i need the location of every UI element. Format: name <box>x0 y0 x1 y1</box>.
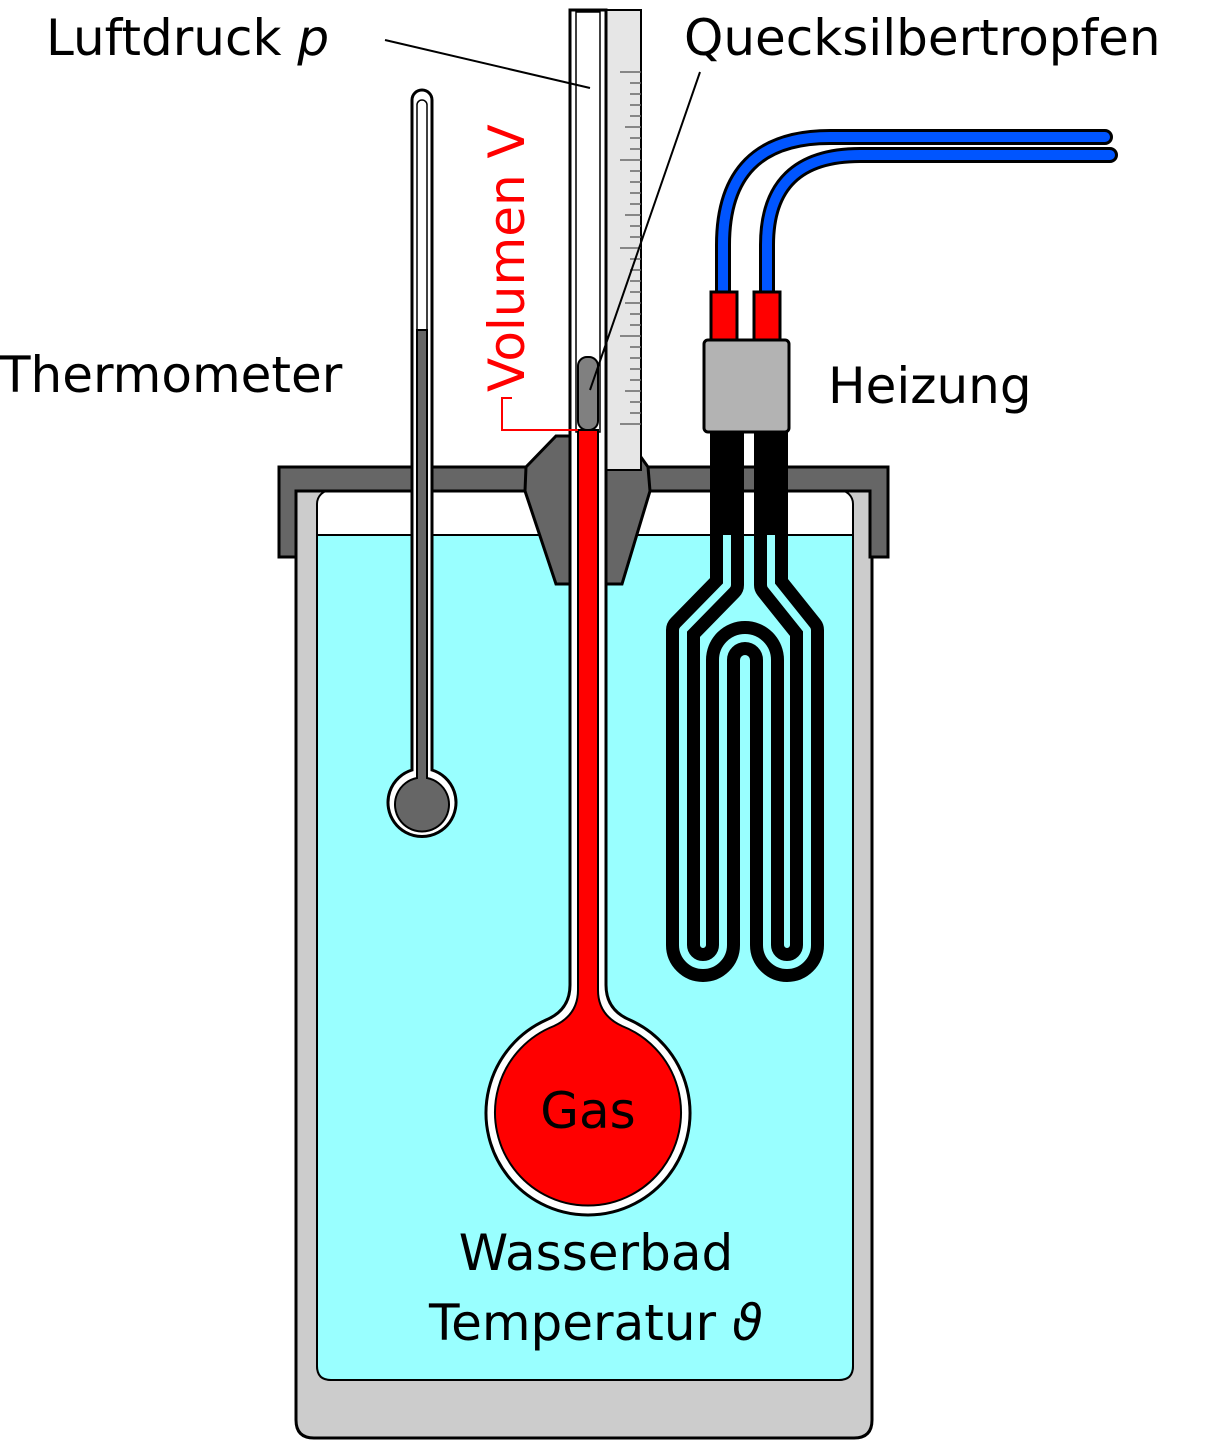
heater-plug-right <box>752 290 782 344</box>
thermometer-liquid <box>394 329 450 833</box>
water-bath-label: Wasserbad <box>459 1224 733 1282</box>
heater-cable <box>715 129 1118 308</box>
heater-label: Heizung <box>828 357 1032 415</box>
air-pressure-leader <box>384 39 591 89</box>
heater-coil <box>666 403 824 982</box>
heater-stem <box>710 420 788 535</box>
gas-column <box>494 429 682 1207</box>
volume-bracket <box>501 397 578 431</box>
thermometer-label: Thermometer <box>0 346 343 404</box>
heater-plug-left <box>709 290 739 344</box>
heater-head <box>702 338 791 434</box>
scale-ticks <box>620 71 641 425</box>
temperature-label: Temperatur ϑ <box>428 1294 763 1352</box>
mercury-drop-label: Quecksilbertropfen <box>684 9 1161 67</box>
mercury-drop <box>577 356 599 431</box>
gas-label: Gas <box>540 1082 635 1140</box>
mercury-drop-leader <box>589 71 701 391</box>
thermometer-bore <box>416 99 428 331</box>
volume-label: Volumen V <box>478 124 536 392</box>
air-pressure-label: Luftdruck p <box>46 9 329 67</box>
